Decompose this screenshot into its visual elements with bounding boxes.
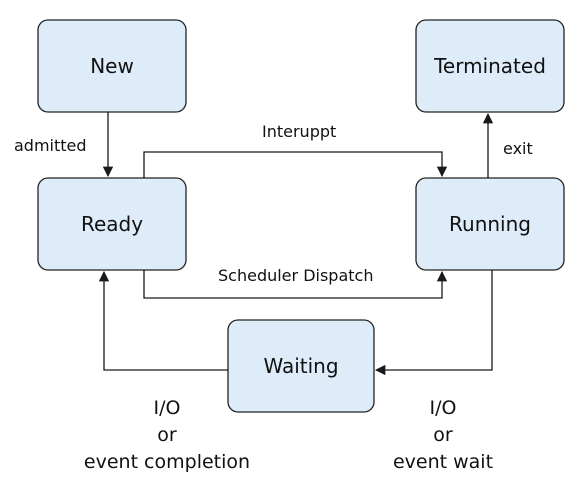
io-wait-line-3: event wait <box>393 451 493 473</box>
io-completion-line-2: or <box>157 424 177 446</box>
io-completion-line-1: I/O <box>154 397 181 419</box>
io-completion-label: I/O or event completion <box>84 397 250 473</box>
io-wait-line-1: I/O <box>430 397 457 419</box>
io-completion-line-3: event completion <box>84 451 250 473</box>
interrupt-label: Interuppt <box>262 122 336 141</box>
admitted-label: admitted <box>14 136 87 155</box>
node-running-label: Running <box>449 212 531 236</box>
node-new: New <box>37 19 187 113</box>
io-wait-label: I/O or event wait <box>393 397 493 473</box>
node-terminated: Terminated <box>415 19 565 113</box>
node-ready: Ready <box>37 177 187 271</box>
edge-io-completion <box>98 270 228 371</box>
node-waiting: Waiting <box>227 319 375 413</box>
exit-label: exit <box>503 139 533 158</box>
scheduler-dispatch-label: Scheduler Dispatch <box>218 266 373 285</box>
node-ready-label: Ready <box>81 212 143 236</box>
node-terminated-label: Terminated <box>433 54 546 78</box>
edge-io-wait <box>374 270 493 376</box>
node-new-label: New <box>90 54 134 78</box>
edge-interrupt <box>143 151 448 178</box>
edge-scheduler-dispatch <box>143 270 448 299</box>
node-running: Running <box>415 177 565 271</box>
node-waiting-label: Waiting <box>263 354 338 378</box>
io-wait-line-2: or <box>433 424 453 446</box>
